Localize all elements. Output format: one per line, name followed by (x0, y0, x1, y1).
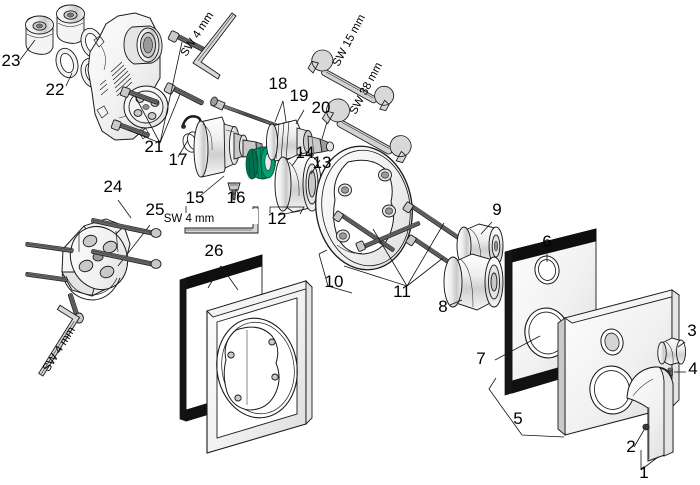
part-16-cartridge-screw (227, 182, 241, 201)
long-screw-c (402, 201, 465, 243)
callout-number-24: 24 (104, 177, 123, 196)
part-23-bushing-set (19, 4, 85, 61)
part-8-extension-sleeve-large (443, 253, 504, 311)
callout-number-8: 8 (438, 297, 447, 316)
installation-box-frame (206, 279, 313, 454)
callout-number-4: 4 (688, 359, 697, 378)
callout-number-5: 5 (513, 409, 522, 428)
callout-number-2: 2 (626, 437, 635, 456)
part-24-rough-in-body-screws (67, 199, 162, 324)
part-21-body-screws (110, 30, 208, 144)
rib-screw-a (91, 218, 162, 238)
callout-number-22: 22 (46, 80, 65, 99)
tool-hex-key-sw4-mid (184, 206, 259, 234)
callout-number-12: 12 (268, 209, 287, 228)
callout-number-1: 1 (639, 463, 648, 482)
tool-hex-key-sw4-bottom (38, 304, 81, 377)
bushing-a (25, 15, 54, 55)
callout-number-19: 19 (290, 86, 309, 105)
callout-number-21: 21 (145, 137, 164, 156)
tool-label-sw4-bottom: SW 4 mm (41, 325, 78, 374)
tool-wrench-sw38 (321, 98, 412, 164)
callout-number-18: 18 (269, 74, 288, 93)
screw-21a (119, 86, 159, 105)
callout-number-10: 10 (325, 272, 344, 291)
part-10-mounting-flange-plate (315, 145, 413, 294)
callout-number-17: 17 (169, 150, 188, 169)
callout-number-15: 15 (186, 188, 205, 207)
part-13-14-collar-capnut (291, 151, 321, 175)
tool-wrench-sw15 (307, 49, 395, 112)
o-ring-3 (55, 47, 79, 79)
part-3-cap (657, 337, 686, 366)
screw-21d (163, 82, 204, 106)
callout-number-26: 26 (205, 241, 224, 260)
screw-21c (167, 30, 208, 54)
tool-label-sw15: SW 15 mm (331, 13, 368, 69)
callout-number-16: 16 (227, 188, 246, 207)
main-valve-body (87, 12, 169, 141)
callout-number-6: 6 (542, 232, 551, 251)
tool-label-sw4-mid: SW 4 mm (164, 213, 214, 225)
screw-21b (110, 119, 150, 138)
callout-number-7: 7 (476, 349, 485, 368)
callout-number-13: 13 (313, 153, 332, 172)
long-screw-b (355, 221, 421, 252)
callout-number-9: 9 (492, 200, 501, 219)
callout-number-20: 20 (312, 98, 331, 117)
bushing-b (56, 4, 85, 44)
part-12-cartridge-sleeve (274, 154, 322, 216)
tool-hex-key-sw4-top (192, 12, 237, 80)
part-20-spindle-nut (307, 121, 335, 155)
callout-number-25: 25 (146, 200, 165, 219)
tool-label-sw4-top: SW 4 mm (179, 10, 217, 59)
callout-number-11: 11 (393, 282, 411, 301)
part-25-rough-in-body-assembly (25, 218, 151, 301)
part-1-lever-handle (626, 366, 674, 471)
part-2-handle-grub-screw (633, 423, 650, 448)
callout-number-23: 23 (2, 51, 21, 70)
callout-number-3: 3 (687, 321, 696, 340)
rib-screw-b (91, 249, 162, 269)
misc-leaders (185, 206, 305, 215)
callout-number-14: 14 (296, 143, 315, 162)
